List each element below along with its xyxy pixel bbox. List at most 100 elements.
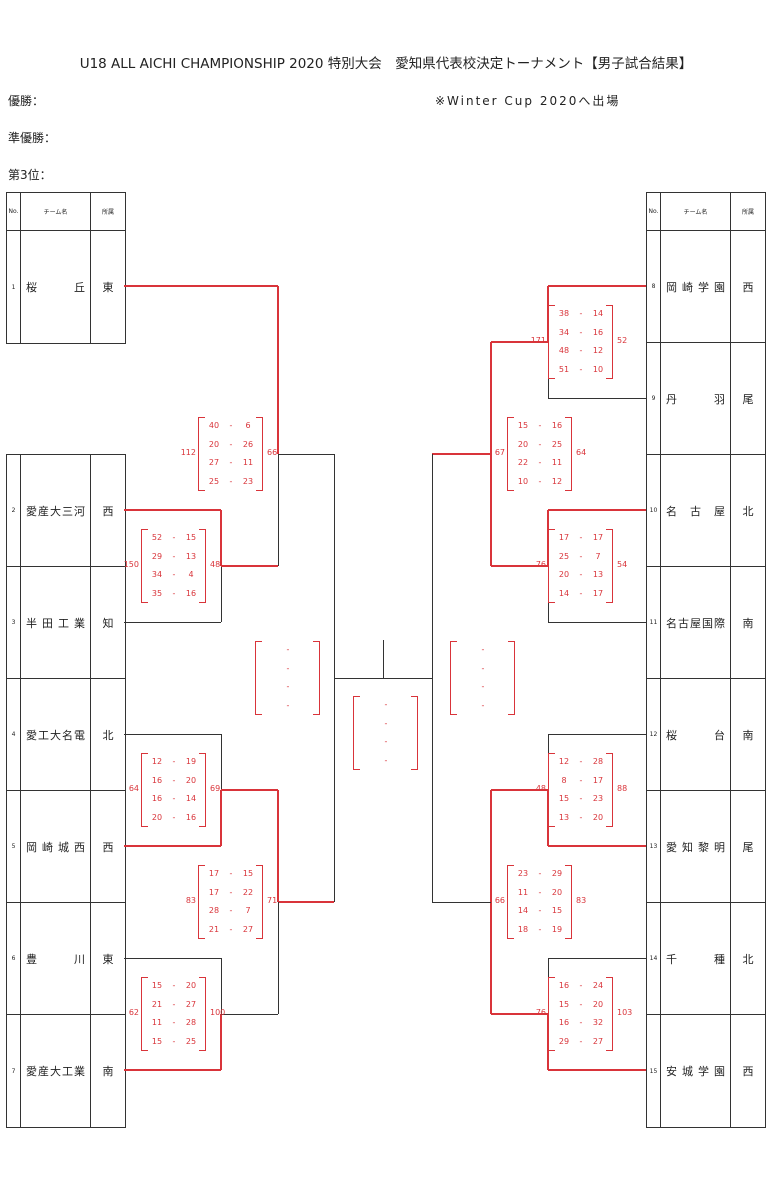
quarter-score-a: 17 [208,887,220,897]
quarter-dash: - [579,757,583,766]
bracket-line [277,286,279,454]
team-name-char: 電 [74,728,85,742]
score-bracket-right [606,977,613,1051]
quarter-dash: - [229,439,233,449]
quarter-score-b: 15 [551,906,563,915]
score-bracket-left [507,417,514,491]
team-name: 岡崎学園 [661,231,731,342]
score-bracket-left [548,529,555,603]
team-name-char: 桜 [666,728,677,742]
quarter-score-a: 27 [208,458,220,467]
quarter-score-b: 19 [551,924,563,934]
team-area: 尾 [742,392,754,406]
quarter-score-a: 15 [558,999,570,1009]
total-score-b: 54 [617,560,628,569]
team-area: 南 [742,616,754,630]
team-name-char: 桜 [26,281,37,294]
team-name-char: 羽 [714,392,725,406]
quarter-score-a: 20 [151,812,163,822]
quarter-score-b: 24 [592,981,604,990]
bracket-line [220,510,222,566]
quarter-score-a: 38 [558,309,570,318]
quarter-dash: - [579,1036,583,1046]
quarter-score-b: 27 [185,999,197,1009]
header-no: No. [647,193,661,230]
quarter-dash: - [579,794,583,803]
empty-score-dash: - [286,682,290,691]
bracket-line [334,677,383,679]
bracket-line [491,341,548,343]
score-bracket-left [548,305,555,379]
quarter-dash: - [579,327,583,337]
bracket-line [548,285,646,287]
team-name-char: 工 [58,616,69,630]
bracket-line [490,790,492,902]
team-area: 尾 [742,840,754,854]
quarter-score-a: 40 [208,421,220,430]
empty-score-dash: - [286,700,290,710]
score-bracket-left [141,529,148,603]
quarter-score-a: 18 [517,924,529,934]
team-name-char: 愛 [26,728,37,742]
team-name: 丹羽 [661,343,731,454]
quarter-dash: - [538,476,542,486]
score-bracket-left [198,865,205,939]
bracket-line [548,733,646,735]
quarter-dash: - [229,421,233,430]
total-score-a: 171 [530,336,546,345]
semifinal-right-bracket-left [450,641,457,715]
bracket-line [220,958,222,1014]
quarter-score-b: 20 [185,981,197,990]
quarter-score-a: 12 [558,757,570,766]
bracket-line [221,789,278,791]
team-name-char: 種 [714,952,725,966]
empty-score-dash: - [286,645,290,654]
total-score-b: 71 [267,896,278,905]
bracket-line [548,397,646,399]
bracket-line [220,1014,222,1070]
total-score-a: 112 [180,448,196,457]
team-name: 豊川 [21,903,91,1014]
team-name: 名古屋国際 [661,567,731,678]
bracket-line [277,454,279,566]
quarter-dash: - [538,869,542,878]
team-no: 6 [7,903,21,1014]
quarter-score-a: 13 [558,812,570,822]
team-name-char: 名 [62,728,73,742]
header-team-name: チーム名 [21,193,91,230]
quarter-score-b: 25 [551,439,563,449]
team-name-char: 黎 [698,840,709,854]
team-no: 1 [7,231,21,343]
total-score-a: 76 [535,560,546,569]
quarter-score-b: 22 [242,887,254,897]
bracket-line [277,902,279,1014]
quarter-score-a: 15 [151,1036,163,1046]
quarter-score-b: 15 [242,869,254,878]
empty-score-dash: - [384,718,388,728]
team-name-char: 岡 [26,840,37,854]
quarter-score-b: 20 [592,812,604,822]
quarter-score-a: 34 [558,327,570,337]
quarter-score-b: 20 [185,775,197,785]
quarter-score-a: 17 [208,869,220,878]
quarter-score-a: 29 [558,1036,570,1046]
quarter-score-b: 27 [592,1036,604,1046]
quarter-score-b: 4 [188,570,194,579]
quarter-score-b: 17 [592,533,604,542]
team-name-char: 学 [698,1065,709,1078]
team-name-char: 丹 [666,392,677,406]
score-bracket-right [199,753,206,827]
team-name-char: 屋 [714,504,725,518]
quarter-score-b: 13 [592,570,604,579]
bracket-line [548,845,646,847]
team-name-char: 国 [702,616,713,630]
team-area: 西 [102,840,114,854]
team-name: 安城学園 [661,1015,731,1127]
team-name-char: 台 [714,728,725,742]
total-score-b: 64 [576,448,587,457]
